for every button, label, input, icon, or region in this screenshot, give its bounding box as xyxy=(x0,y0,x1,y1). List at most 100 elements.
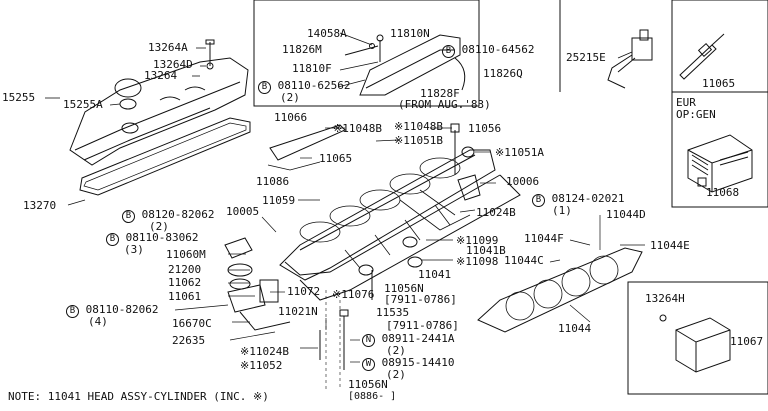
label-op-gen: OP:GEN xyxy=(676,108,716,121)
injector-rail-drawing xyxy=(269,124,346,161)
label-13264h: 13264H xyxy=(645,292,685,305)
valve-cover-gasket-drawing xyxy=(79,117,251,196)
head-gasket-drawing xyxy=(477,247,643,333)
label-11021n: 11021N xyxy=(278,305,318,318)
label-21200: 21200 xyxy=(168,263,202,276)
b-circle-icon: B xyxy=(442,45,455,58)
label-text: 08110-82062 xyxy=(85,303,159,316)
label-11810f: 11810F xyxy=(292,62,332,75)
label-11062: 11062 xyxy=(168,276,202,289)
label-08915-qty: (2) xyxy=(386,368,406,381)
label-text: 08110-62562 xyxy=(277,79,351,92)
label-11067: 11067 xyxy=(730,335,764,348)
label-11056n-a: 11056N xyxy=(384,282,424,295)
bracket-10006 xyxy=(457,174,481,201)
label-08110-83062-qty: (3) xyxy=(124,243,144,256)
label-10006: 10006 xyxy=(506,175,540,188)
label-11099: ※11099 xyxy=(456,234,499,247)
studs-drawing xyxy=(319,270,373,390)
label-08110-64562: B 08110-64562 xyxy=(442,44,534,58)
label-11072: 11072 xyxy=(287,285,321,298)
inset-box-rocker-cover xyxy=(253,0,480,107)
label-08120-82062: B 08120-82062 xyxy=(122,209,214,223)
label-text: 08110-64562 xyxy=(461,43,535,56)
label-11065: 11065 xyxy=(319,152,353,165)
label-08124-02021: B 08124-02021 xyxy=(532,193,624,207)
label-25215e: 25215E xyxy=(566,51,606,64)
label-08110-83062: B 08110-83062 xyxy=(106,232,198,246)
label-7911-b: [7911-0786] xyxy=(386,319,459,332)
plug-11098 xyxy=(407,256,423,268)
label-0886: [0886- ] xyxy=(348,391,397,402)
b-circle-icon: B xyxy=(106,233,119,246)
label-from-aug: (FROM AUG.'83) xyxy=(398,98,491,111)
label-08124-02021-qty: (1) xyxy=(552,204,572,217)
label-11024b-right: 11024B xyxy=(476,206,516,219)
label-11076: ※11076 xyxy=(332,288,375,301)
label-11048b-b: ※11048B xyxy=(394,120,443,133)
label-13264d: 13264D xyxy=(153,58,193,71)
label-11066: 11066 xyxy=(274,111,308,124)
label-11044e: 11044E xyxy=(650,239,690,252)
label-22635: 22635 xyxy=(172,334,206,347)
label-15255: 15255 xyxy=(2,91,36,104)
label-13264: 13264 xyxy=(144,69,178,82)
label-14058a: 14058A xyxy=(307,27,347,40)
label-11535: 11535 xyxy=(376,306,410,319)
label-7911-a: [7911-0786] xyxy=(384,293,457,306)
b-circle-icon: B xyxy=(258,81,271,94)
label-08110-62562-qty: (2) xyxy=(280,91,300,104)
label-11060m: 11060M xyxy=(166,248,206,261)
label-11051a: ※11051A xyxy=(495,146,544,159)
label-13270: 13270 xyxy=(23,199,57,212)
label-eur: EUR xyxy=(676,96,696,109)
label-11828f: 11828F xyxy=(420,87,460,100)
label-13264a: 13264A xyxy=(148,41,188,54)
label-11826m: 11826M xyxy=(282,43,322,56)
label-text: 08124-02021 xyxy=(551,192,625,205)
label-11044: 11044 xyxy=(558,322,592,335)
plug-11099 xyxy=(402,236,418,248)
label-11052: ※11052 xyxy=(240,359,283,372)
cylinder-head-drawing xyxy=(259,149,521,303)
b-circle-icon: B xyxy=(122,210,135,223)
label-11810n: 11810N xyxy=(390,27,430,40)
footnote: NOTE: 11041 HEAD ASSY-CYLINDER (INC. ※) xyxy=(8,390,269,403)
controller-11068-drawing xyxy=(687,134,753,193)
leader-lines-left xyxy=(45,47,206,206)
label-11098: ※11098 xyxy=(456,255,499,268)
inset-box-13264h xyxy=(627,281,768,395)
label-11048b-a: ※11048B xyxy=(333,122,382,135)
label-text: 08915-14410 xyxy=(381,356,455,369)
b-circle-icon: B xyxy=(532,194,545,207)
label-11044f: 11044F xyxy=(524,232,564,245)
label-08110-82062: B 08110-82062 xyxy=(66,304,158,318)
label-11044c: 11044C xyxy=(504,254,544,267)
inset-part-11067-drawing xyxy=(659,314,731,373)
label-08911-qty: (2) xyxy=(386,344,406,357)
label-11826q: 11826Q xyxy=(483,67,523,80)
label-11056: 11056 xyxy=(468,122,502,135)
label-11056n-b: 11056N xyxy=(348,378,388,391)
b-circle-icon: B xyxy=(66,305,79,318)
label-08911-2441a: N 08911-2441A xyxy=(362,333,454,347)
label-15255a: 15255A xyxy=(63,98,103,111)
label-08915-14410: W 08915-14410 xyxy=(362,357,454,371)
label-08110-62562: B 08110-62562 xyxy=(258,80,350,94)
label-16670c: 16670C xyxy=(172,317,212,330)
w-circle-icon: W xyxy=(362,358,375,371)
n-circle-icon: N xyxy=(362,334,375,347)
label-11059: 11059 xyxy=(262,194,296,207)
glow-plug-drawing xyxy=(679,33,725,80)
head-bracket xyxy=(259,279,279,303)
label-text: 08120-82062 xyxy=(141,208,215,221)
label-11044d: 11044D xyxy=(606,208,646,221)
label-11051b: ※11051B xyxy=(394,134,443,147)
label-08110-82062-qty: (4) xyxy=(88,315,108,328)
label-11061: 11061 xyxy=(168,290,202,303)
leader-lines xyxy=(174,127,645,363)
label-text: 08110-83062 xyxy=(125,231,199,244)
plug-11076 xyxy=(358,264,374,276)
